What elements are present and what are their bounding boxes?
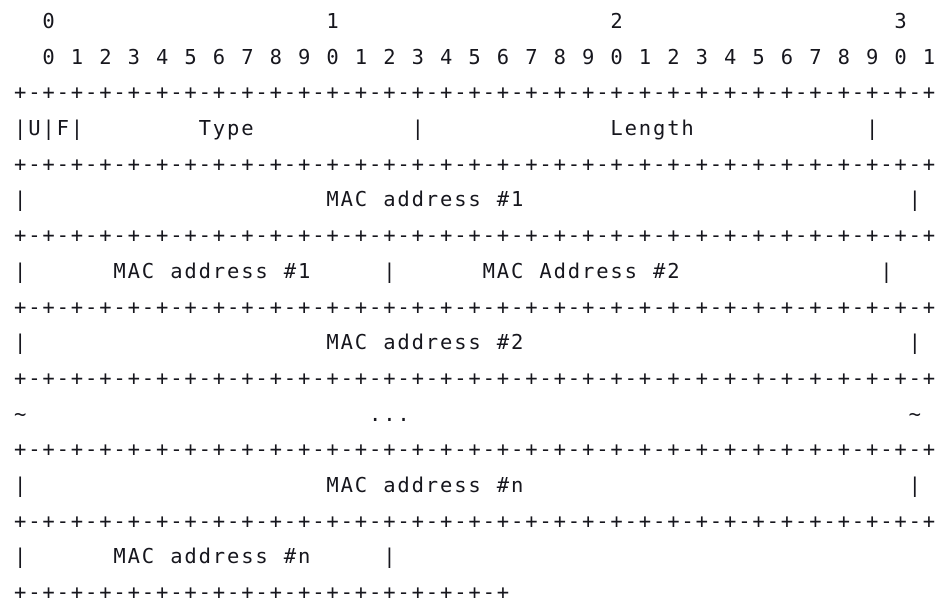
field-row-mac1-high: | MAC address #1 | [14,187,923,212]
separator-row-4: +-+-+-+-+-+-+-+-+-+-+-+-+-+-+-+-+-+-+-+-… [14,294,938,319]
field-row-macn-high: | MAC address #n | [14,472,923,497]
field-row-type-length: |U|F| Type | Length | [14,116,881,141]
separator-row-7: +-+-+-+-+-+-+-+-+-+-+-+-+-+-+-+-+-+-+-+-… [14,508,938,533]
field-row-mac1-mac2: | MAC address #1 | MAC Address #2 | [14,258,895,283]
separator-row-2: +-+-+-+-+-+-+-+-+-+-+-+-+-+-+-+-+-+-+-+-… [14,151,938,176]
field-row-macn-low: | MAC address #n | [14,544,398,569]
separator-row-3: +-+-+-+-+-+-+-+-+-+-+-+-+-+-+-+-+-+-+-+-… [14,223,938,248]
bit-digit-row: 0 1 2 3 4 5 6 7 8 9 0 1 2 3 4 5 6 7 8 9 … [14,44,938,69]
separator-row-1: +-+-+-+-+-+-+-+-+-+-+-+-+-+-+-+-+-+-+-+-… [14,80,938,105]
separator-row-6: +-+-+-+-+-+-+-+-+-+-+-+-+-+-+-+-+-+-+-+-… [14,437,938,462]
separator-row-8: +-+-+-+-+-+-+-+-+-+-+-+-+-+-+-+-+-+ [14,580,512,604]
word-label-row: 0 1 2 3 [14,9,909,33]
ascii-art-block: 0 1 2 3 0 1 2 3 4 5 6 7 8 9 0 1 2 3 4 5 … [14,4,937,611]
separator-row-5: +-+-+-+-+-+-+-+-+-+-+-+-+-+-+-+-+-+-+-+-… [14,365,938,390]
field-row-mac2-low: | MAC address #2 | [14,330,923,355]
continuation-row: ~ ... ~ [14,401,923,426]
